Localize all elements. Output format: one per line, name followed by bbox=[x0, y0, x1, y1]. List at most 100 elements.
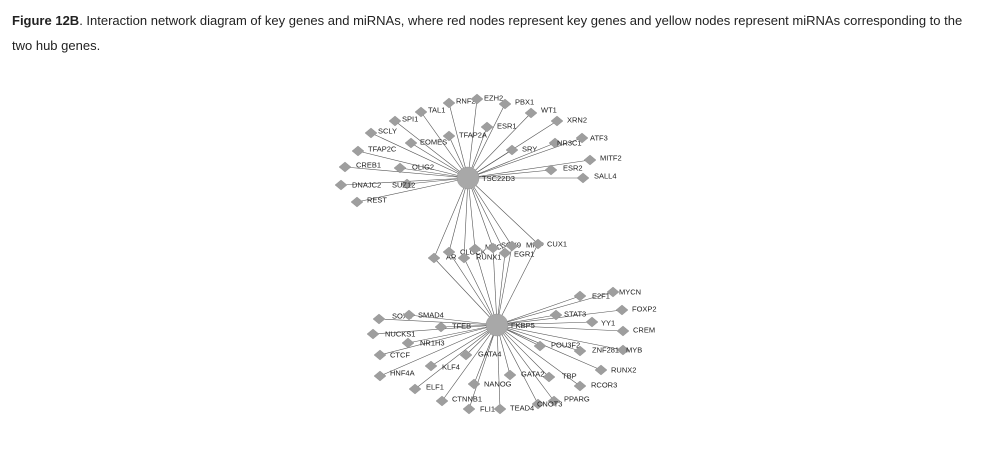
network-edge bbox=[357, 150, 469, 179]
node-label: PPARG bbox=[564, 395, 590, 404]
node-label: PBX1 bbox=[515, 98, 534, 107]
node-label: E2F1 bbox=[592, 292, 610, 301]
network-edge bbox=[448, 251, 498, 326]
node-label: TBP bbox=[562, 372, 577, 381]
node-label: RCOR3 bbox=[591, 381, 617, 390]
node-label: YY1 bbox=[601, 319, 615, 328]
network-edge bbox=[430, 324, 498, 367]
network-edge bbox=[394, 120, 469, 179]
gene-node bbox=[388, 115, 402, 127]
node-label: TEAD4 bbox=[510, 404, 534, 413]
network-edge bbox=[496, 309, 623, 326]
gene-node bbox=[531, 238, 545, 250]
network-edge bbox=[496, 245, 513, 326]
gene-node bbox=[573, 380, 587, 392]
node-label: TAL1 bbox=[428, 106, 445, 115]
node-label: CREM bbox=[633, 326, 655, 335]
gene-node bbox=[427, 252, 441, 264]
gene-node bbox=[524, 107, 538, 119]
gene-node bbox=[505, 240, 519, 252]
gene-node bbox=[372, 313, 386, 325]
gene-node bbox=[480, 121, 494, 133]
network-edge bbox=[433, 177, 469, 259]
node-label: FLI1 bbox=[480, 405, 495, 414]
node-label: DNAJC2 bbox=[352, 181, 381, 190]
network-edge bbox=[496, 252, 506, 326]
gene-node bbox=[364, 127, 378, 139]
network-edge bbox=[467, 177, 539, 245]
network-edge bbox=[496, 291, 614, 326]
network-edge bbox=[467, 137, 583, 179]
network-edge bbox=[420, 111, 469, 179]
gene-node bbox=[575, 132, 589, 144]
network-edge bbox=[378, 318, 498, 326]
node-label: NUCKS1 bbox=[385, 330, 415, 339]
gene-node bbox=[548, 137, 562, 149]
network-edge bbox=[370, 132, 469, 179]
network-edge bbox=[496, 324, 581, 387]
network-edge bbox=[496, 324, 624, 351]
gene-node bbox=[457, 252, 471, 264]
gene-node bbox=[576, 172, 590, 184]
node-label: FOXP2 bbox=[632, 305, 657, 314]
network-edge bbox=[496, 324, 581, 352]
gene-node bbox=[616, 325, 630, 337]
gene-node bbox=[408, 383, 422, 395]
node-label: MYCN bbox=[619, 288, 641, 297]
network-edge bbox=[492, 247, 498, 326]
network-edge bbox=[496, 321, 593, 326]
node-label: POU3F2 bbox=[551, 341, 580, 350]
network-edge bbox=[496, 324, 539, 405]
node-label: ESR2 bbox=[563, 164, 583, 173]
gene-node bbox=[414, 106, 428, 118]
gene-node bbox=[366, 328, 380, 340]
network-edge bbox=[356, 177, 469, 203]
gene-node bbox=[400, 178, 414, 190]
network-edge bbox=[467, 177, 494, 249]
node-label: ESR1 bbox=[497, 122, 517, 131]
network-edge bbox=[379, 324, 498, 377]
gene-node bbox=[350, 196, 364, 208]
network-edge bbox=[379, 324, 498, 356]
figure-label: Figure 12B bbox=[12, 13, 80, 28]
gene-node bbox=[583, 154, 597, 166]
node-label: EZH2 bbox=[484, 94, 503, 103]
gene-node bbox=[594, 364, 608, 376]
node-label: REST bbox=[367, 196, 387, 205]
network-edge bbox=[467, 177, 513, 247]
network-edge bbox=[372, 324, 498, 335]
node-label: AR bbox=[446, 253, 457, 262]
node-label: TFEB bbox=[452, 322, 471, 331]
node-label: KLF4 bbox=[442, 363, 460, 372]
network-edge bbox=[467, 112, 532, 179]
gene-node bbox=[549, 309, 563, 321]
gene-node bbox=[373, 349, 387, 361]
node-label: NANOG bbox=[484, 380, 512, 389]
node-label: HNF4A bbox=[390, 369, 415, 378]
gene-node bbox=[573, 290, 587, 302]
node-label: ATF3 bbox=[590, 134, 608, 143]
gene-node bbox=[393, 162, 407, 174]
gene-node bbox=[334, 179, 348, 191]
node-label: MITF2 bbox=[600, 154, 622, 163]
gene-node bbox=[467, 378, 481, 390]
node-label: CNOT3 bbox=[537, 400, 562, 409]
node-label: SUZ12 bbox=[392, 181, 415, 190]
node-label: RNF2 bbox=[456, 97, 476, 106]
gene-node bbox=[533, 340, 547, 352]
node-label: TFAP2C bbox=[368, 145, 397, 154]
gene-node bbox=[542, 371, 556, 383]
gene-node bbox=[338, 161, 352, 173]
node-label: CUX1 bbox=[547, 240, 567, 249]
figure-caption: Figure 12B. Interaction network diagram … bbox=[12, 8, 972, 58]
node-label: EGR1 bbox=[514, 250, 534, 259]
gene-node bbox=[503, 369, 517, 381]
gene-node bbox=[615, 304, 629, 316]
network-edge bbox=[496, 324, 555, 402]
network-edge bbox=[468, 324, 498, 410]
node-label: OLIG2 bbox=[412, 163, 434, 172]
network-edge bbox=[463, 257, 498, 326]
network-edge bbox=[467, 159, 591, 179]
gene-node bbox=[606, 286, 620, 298]
hub-label: TSC22D3 bbox=[482, 174, 515, 183]
